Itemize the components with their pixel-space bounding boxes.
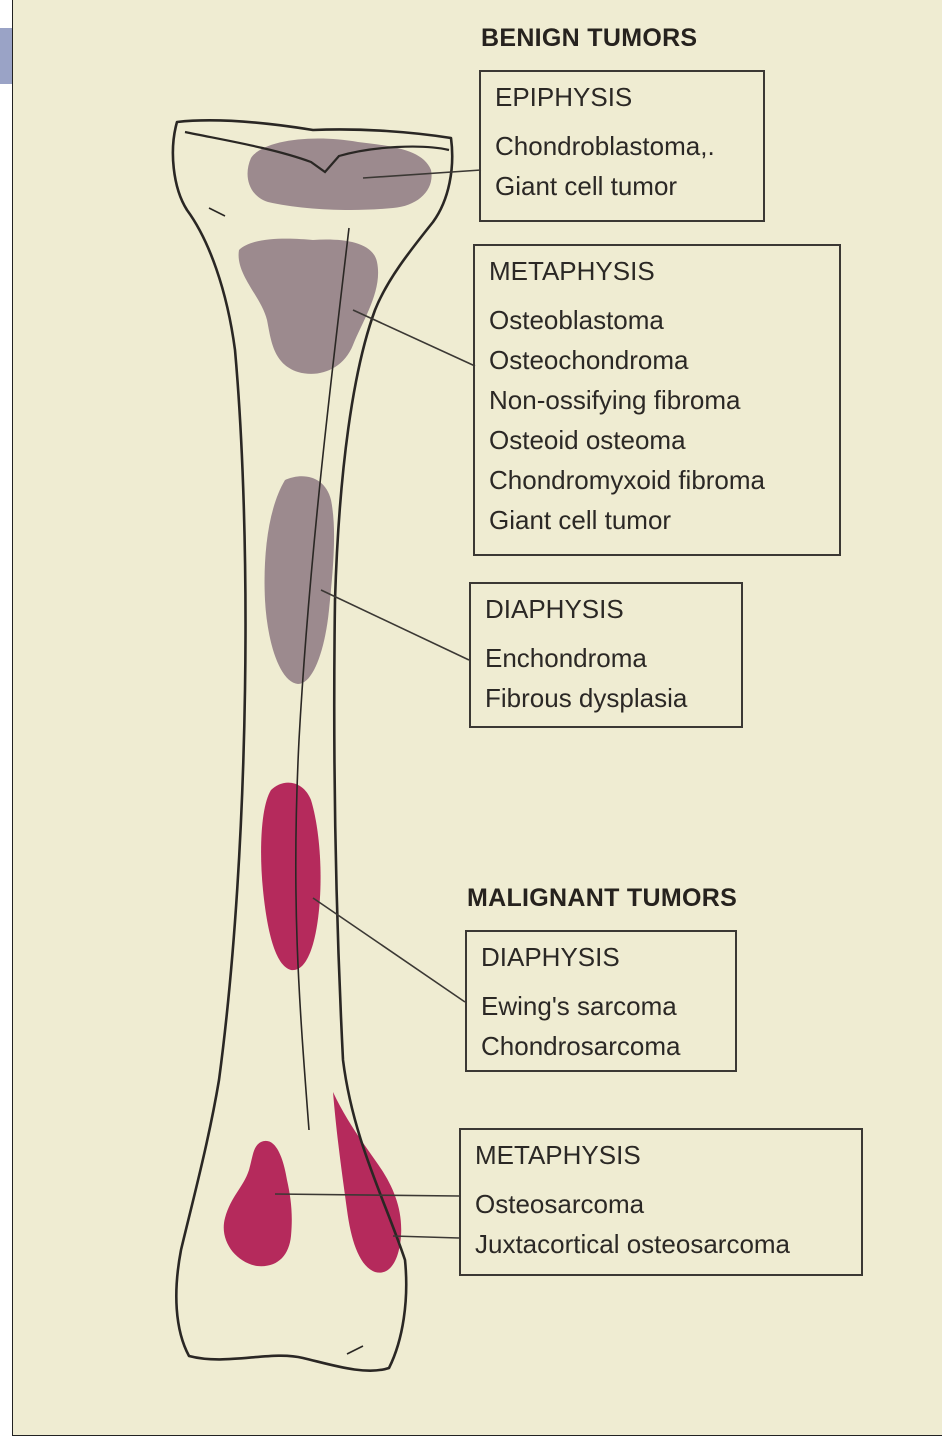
list-item: Giant cell tumor (489, 500, 825, 540)
leader-benign-diaphysis (321, 590, 469, 660)
list-item: Chondromyxoid fibroma (489, 460, 825, 500)
box-title: DIAPHYSIS (485, 592, 727, 626)
list-item: Osteoid osteoma (489, 420, 825, 460)
leader-benign-metaphysis (353, 310, 475, 366)
diagram-slide: BENIGN TUMORS EPIPHYSIS Chondroblastoma,… (12, 0, 942, 1436)
lesion-benign-diaphysis (265, 476, 335, 684)
bone-mark (209, 208, 225, 216)
box-title: METAPHYSIS (475, 1138, 847, 1172)
lesion-malignant-metaphysis-medullary (224, 1141, 292, 1266)
leader-malignant-diaphysis (313, 898, 465, 1002)
list-item: Ewing's sarcoma (481, 986, 721, 1026)
list-item: Chondrosarcoma (481, 1026, 721, 1066)
benign-epiphysis-box: EPIPHYSIS Chondroblastoma,. Giant cell t… (479, 70, 765, 222)
lesion-malignant-diaphysis (261, 783, 321, 971)
malignant-diaphysis-box: DIAPHYSIS Ewing's sarcoma Chondrosarcoma (465, 930, 737, 1072)
box-title: METAPHYSIS (489, 254, 825, 288)
lesion-benign-epiphysis (248, 139, 432, 210)
benign-metaphysis-box: METAPHYSIS Osteoblastoma Osteochondroma … (473, 244, 841, 556)
box-title: DIAPHYSIS (481, 940, 721, 974)
leader-malignant-juxtacortical (393, 1236, 459, 1238)
list-item: Osteoblastoma (489, 300, 825, 340)
list-item: Osteosarcoma (475, 1184, 847, 1224)
benign-diaphysis-box: DIAPHYSIS Enchondroma Fibrous dysplasia (469, 582, 743, 728)
list-item: Non-ossifying fibroma (489, 380, 825, 420)
list-item: Enchondroma (485, 638, 727, 678)
list-item: Giant cell tumor (495, 166, 749, 206)
lesion-benign-metaphysis (239, 239, 379, 374)
list-item: Osteochondroma (489, 340, 825, 380)
bone-mark (347, 1346, 363, 1354)
list-item: Chondroblastoma,. (495, 126, 749, 166)
benign-tumors-heading: BENIGN TUMORS (481, 24, 697, 53)
lesion-malignant-metaphysis-surface (333, 1092, 401, 1273)
box-title: EPIPHYSIS (495, 80, 749, 114)
malignant-metaphysis-box: METAPHYSIS Osteosarcoma Juxtacortical os… (459, 1128, 863, 1276)
malignant-tumors-heading: MALIGNANT TUMORS (467, 884, 737, 913)
leader-malignant-osteosarcoma (275, 1194, 459, 1196)
list-item: Fibrous dysplasia (485, 678, 727, 718)
list-item: Juxtacortical osteosarcoma (475, 1224, 847, 1264)
